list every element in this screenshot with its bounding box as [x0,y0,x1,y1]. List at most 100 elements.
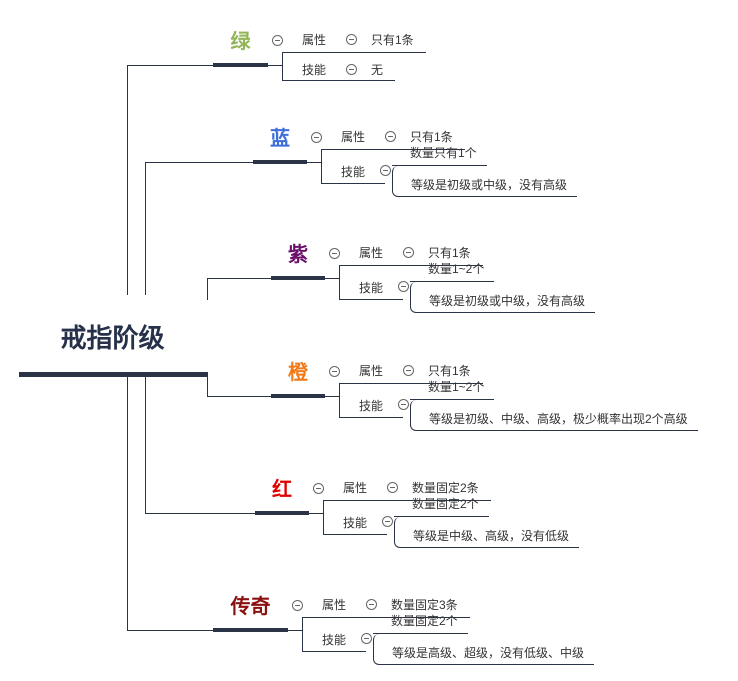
skill-count: 数量固定2个 [391,614,458,628]
connector-line [325,396,339,397]
attribute-label: 属性 [341,130,366,144]
skill-item: 等级是中级、高级，没有低级 [394,517,580,548]
skill-count: 数量1~2个 [428,380,485,394]
connector-line [127,65,128,295]
skill-item: 数量固定2个 [394,496,489,517]
branch-underline [213,63,268,67]
attribute-row-line: 属性只有1条 [282,32,426,53]
root-topic[interactable]: 戒指阶级 [60,323,165,353]
attribute-row-line: 属性 只有1条 [321,129,465,150]
bracket-line [302,617,303,651]
branch-underline [213,628,288,632]
connector-line [145,513,255,514]
attribute-value: 数量固定2条 [412,481,479,495]
root-underline [19,372,208,377]
collapse-icon[interactable] [272,35,283,46]
skill-item: 等级是高级、超级，没有低级、中级 [373,634,595,665]
skill-item: 数量固定2个 [373,613,468,634]
collapse-icon[interactable] [403,365,414,376]
collapse-icon[interactable] [311,132,322,143]
branch-label-2[interactable]: 紫 [288,244,308,266]
collapse-icon[interactable] [329,248,340,259]
branch-underline [253,160,307,164]
connector-line [268,65,282,66]
connector-line [309,513,323,514]
collapse-icon[interactable] [346,34,357,45]
connector-line [288,630,302,631]
branch-label-3[interactable]: 橙 [288,362,308,384]
connector-line [127,630,213,631]
attribute-row-line: 属性 数量固定3条 [302,597,470,618]
branch-label-1[interactable]: 蓝 [270,128,290,150]
attribute-row-line: 属性 只有1条 [339,245,483,266]
skill-label: 技能 [359,399,384,413]
collapse-icon[interactable] [346,64,357,75]
branch-underline [271,276,325,280]
skill-grade: 等级是中级、高级，没有低级 [413,529,570,543]
collapse-icon[interactable] [398,281,409,292]
skill-row: 技能 无 [282,63,396,81]
collapse-icon[interactable] [361,633,372,644]
skill-item: 数量1~2个 [410,261,495,282]
attribute-label: 属性 [359,246,384,260]
bracket-line [282,52,283,80]
skill-item: 等级是初级或中级，没有高级 [392,166,578,197]
skill-item: 等级是初级或中级，没有高级 [410,282,596,313]
collapse-icon[interactable] [380,165,391,176]
connector-line [207,278,271,279]
branch-label-0[interactable]: 绿 [230,31,251,53]
connector-line [321,183,385,184]
attribute-value: 只有1条 [428,364,471,378]
connector-line [323,534,387,535]
branch-underline [255,511,309,515]
connector-line [207,396,271,397]
connector-line [127,65,213,66]
branch-label-5[interactable]: 传奇 [230,596,271,618]
bracket-line [323,500,324,534]
attribute-label: 属性 [343,481,368,495]
connector-line [302,651,366,652]
collapse-icon[interactable] [385,131,396,142]
skill-label: 技能 [322,633,347,647]
connector-line [339,417,403,418]
attribute-value: 只有1条 [410,130,453,144]
skill-grade: 等级是高级、超级，没有低级、中级 [392,646,585,660]
skill-value: 无 [371,63,384,77]
attribute-row-line: 属性 只有1条 [339,363,483,384]
connector-line [145,162,146,295]
skill-item: 数量只有1个 [392,145,487,166]
connector-line [339,299,403,300]
connector-line [207,374,208,397]
branch-underline [271,394,325,398]
skill-item: 数量1~2个 [410,379,495,400]
skill-count: 数量只有1个 [410,146,477,160]
collapse-icon[interactable] [398,399,409,410]
collapse-icon[interactable] [313,483,324,494]
skill-count: 数量1~2个 [428,262,485,276]
skill-label: 技能 [343,516,368,530]
attribute-row-line: 属性 数量固定2条 [323,480,491,501]
collapse-icon[interactable] [387,482,398,493]
attribute-label: 属性 [359,364,384,378]
skill-grade: 等级是初级或中级，没有高级 [429,294,586,308]
connector-line [325,278,339,279]
collapse-icon[interactable] [366,599,377,610]
bracket-line [339,383,340,417]
skill-grade: 等级是初级或中级，没有高级 [411,178,568,192]
skill-item: 等级是初级、中级、高级，极少概率出现2个高级 [410,400,698,431]
collapse-icon[interactable] [292,600,303,611]
skill-grade: 等级是初级、中级、高级，极少概率出现2个高级 [429,412,688,426]
attribute-label: 属性 [302,33,327,47]
connector-line [127,376,128,631]
skill-label: 技能 [341,165,366,179]
collapse-icon[interactable] [382,516,393,527]
bracket-line [339,265,340,299]
attribute-value: 只有1条 [428,246,471,260]
attribute-label: 属性 [322,598,347,612]
branch-label-4[interactable]: 红 [272,479,292,501]
collapse-icon[interactable] [403,247,414,258]
collapse-icon[interactable] [329,366,340,377]
skill-label: 技能 [302,63,327,77]
skill-label: 技能 [359,281,384,295]
attribute-value: 数量固定3条 [391,598,458,612]
